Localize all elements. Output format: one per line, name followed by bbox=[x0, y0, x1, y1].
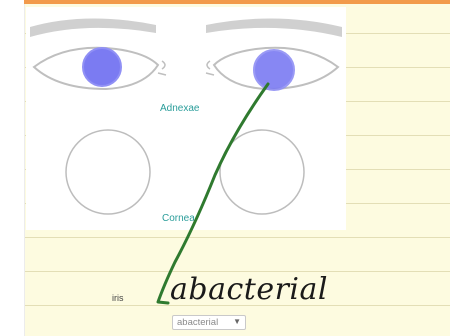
ink-connector-line bbox=[158, 84, 268, 303]
handwritten-answer: abacterial bbox=[170, 272, 328, 307]
